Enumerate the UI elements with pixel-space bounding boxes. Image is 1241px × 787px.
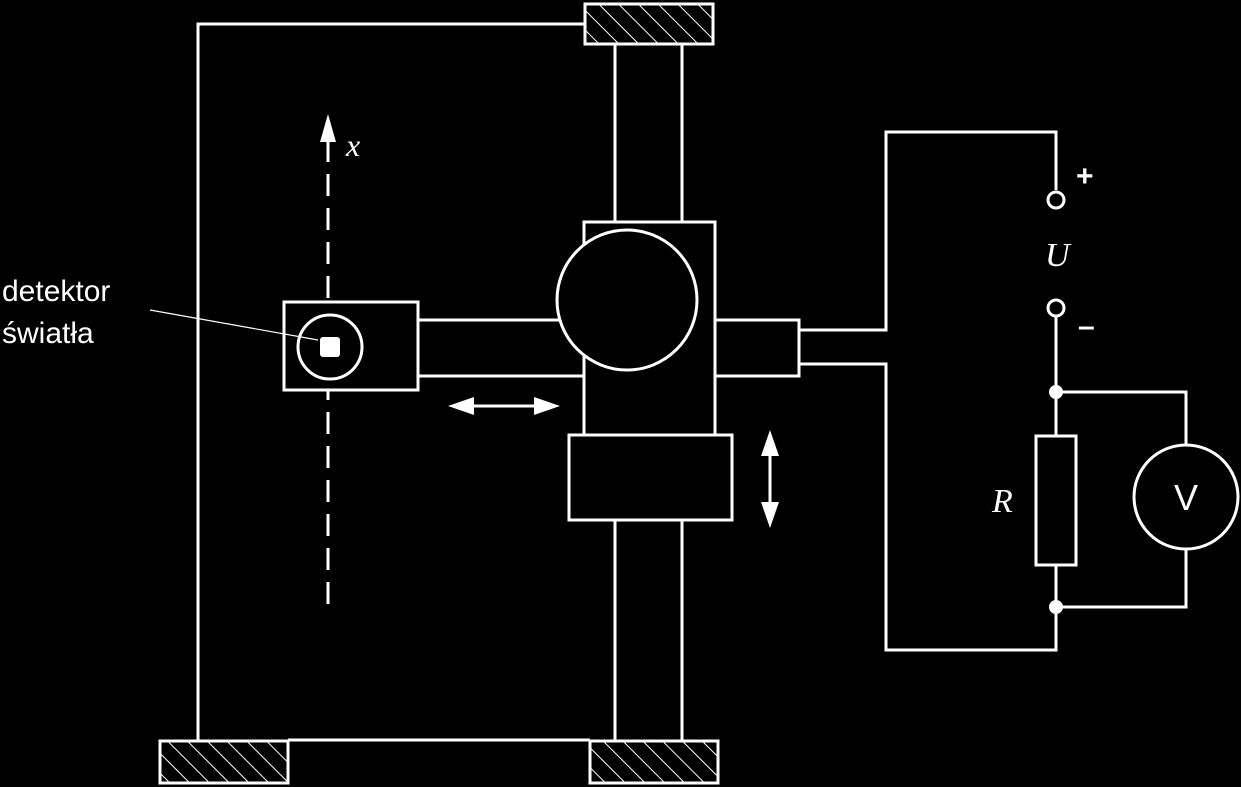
detector-label-line1: detektor [2,275,110,308]
plus-sign-label: + [1076,160,1094,193]
vertical-movement-arrow-icon [761,430,779,528]
horizontal-movement-arrow-icon [448,397,560,415]
electric-circuit [799,130,1240,652]
light-source-circle [555,228,699,372]
bottom-right-hatched-support [588,739,720,785]
resistor-label: R [991,483,1013,520]
wire-to-voltmeter-top [1056,390,1188,444]
voltmeter [1132,443,1240,551]
detector-leader-line [149,309,319,341]
plus-terminal [1046,190,1066,210]
wire-to-bottom-node [799,362,1058,652]
column-clamp-block [567,433,734,522]
horizontal-arm [418,318,584,378]
resistor [1034,434,1078,567]
minus-terminal [1046,298,1066,318]
bottom-left-hatched-support [158,739,290,785]
wire-to-plus-terminal [799,130,1058,332]
x-axis-label: x [345,127,360,163]
voltmeter-label: V [1174,477,1198,518]
minus-sign-label: – [1078,310,1095,343]
stand-frame [196,22,590,742]
top-hatched-support [583,2,715,46]
right-connector-block [713,318,801,378]
wire-to-voltmeter-bottom [1056,550,1188,609]
detector-label-line2: światła [2,317,94,350]
detector-sensor [320,337,340,357]
vertical-column [613,44,684,741]
x-axis-arrow-icon [320,114,336,142]
voltage-label: U [1045,237,1072,274]
left-frame-line [196,22,584,740]
